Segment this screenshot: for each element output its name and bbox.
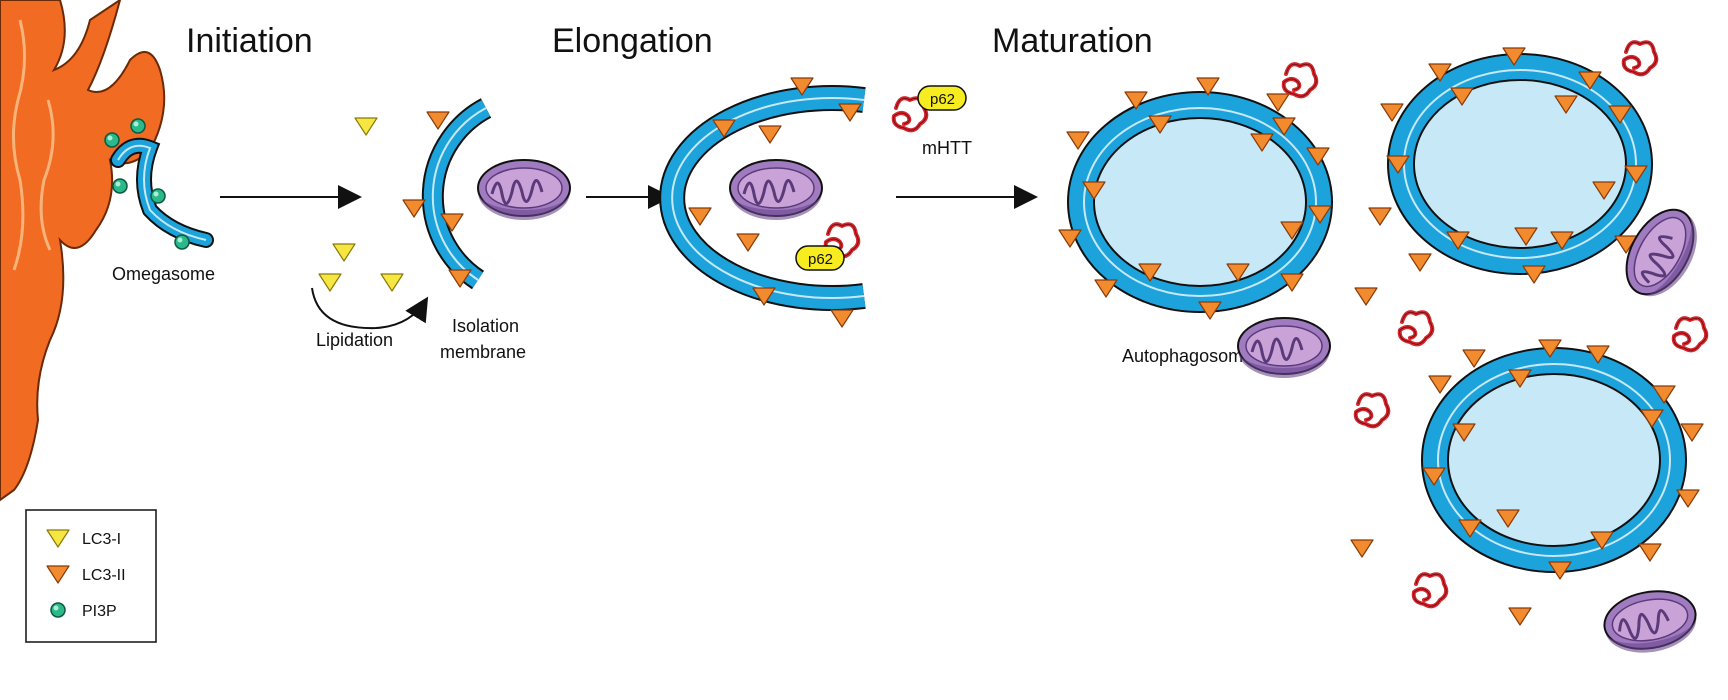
mhtt-aggregate-icon: [1281, 62, 1319, 99]
pi3p-icon: [174, 234, 190, 250]
maturation-title: Maturation: [992, 22, 1153, 60]
lc3-i-icon: [332, 243, 356, 262]
lc3-i-icon: [380, 273, 404, 292]
lc3-ii-icon: [838, 103, 862, 122]
lc3-ii-icon: [426, 111, 450, 130]
mhtt-aggregate-icon: [1621, 40, 1659, 77]
autophagosome-main: [1067, 91, 1333, 313]
omegasome-label: Omegasome: [112, 264, 215, 284]
mitochondrion-icon: [1236, 316, 1332, 380]
lc3-i-icon: [318, 273, 342, 292]
legend-label-pi3p: PI3P: [82, 603, 117, 620]
mhtt-aggregate-icon: [1397, 310, 1435, 347]
pi3p-icon: [150, 188, 166, 204]
autophagosome: [1387, 53, 1653, 275]
elongation-phagophore: [659, 85, 866, 311]
elongation-title: Elongation: [552, 22, 713, 60]
mhtt-aggregate-icon: [1671, 316, 1709, 353]
svg-text:p62: p62: [930, 91, 955, 108]
isolation-membrane: [421, 98, 492, 290]
lc3-ii-icon: [688, 207, 712, 226]
mhtt-label: mHTT: [922, 138, 972, 158]
mhtt-aggregate-icon: [1411, 572, 1449, 609]
autophagosome: [1421, 347, 1687, 573]
lc3-ii-icon: [830, 309, 854, 328]
mitochondrion-icon: [728, 158, 824, 222]
mitochondrion-icon: [1598, 582, 1703, 662]
p62-badge: p62: [795, 245, 845, 271]
isolation-label-line1: Isolation: [452, 316, 519, 336]
legend-label-lc3-ii: LC3-II: [82, 567, 126, 584]
autophagosome-label: Autophagosome: [1122, 346, 1253, 366]
lc3-i-icon: [354, 117, 378, 136]
pi3p-icon: [130, 118, 146, 134]
initiation-title: Initiation: [186, 22, 313, 60]
legend-label-lc3-i: LC3-I: [82, 531, 121, 548]
isolation-label-line2: membrane: [440, 342, 526, 362]
endoplasmic-reticulum: [0, 0, 166, 502]
pi3p-icon: [50, 602, 66, 618]
svg-text:p62: p62: [808, 251, 833, 268]
pi3p-icon: [104, 132, 120, 148]
lc3-ii-icon: [1354, 287, 1378, 306]
legend: LC3-I LC3-II PI3P: [25, 509, 157, 643]
lc3-ii-icon: [758, 125, 782, 144]
p62-badge: p62: [917, 85, 967, 111]
mitochondrion-icon: [476, 158, 572, 222]
lc3-ii-icon: [1350, 539, 1374, 558]
pi3p-icon: [112, 178, 128, 194]
lc3-ii-icon: [1508, 607, 1532, 626]
omegasome-membrane: [110, 137, 214, 248]
lipidation-arrow: [311, 287, 429, 330]
mhtt-aggregate-icon: [1353, 392, 1391, 429]
lc3-ii-icon: [736, 233, 760, 252]
lipidation-label: Lipidation: [316, 330, 393, 350]
lc3-ii-icon: [402, 199, 426, 218]
